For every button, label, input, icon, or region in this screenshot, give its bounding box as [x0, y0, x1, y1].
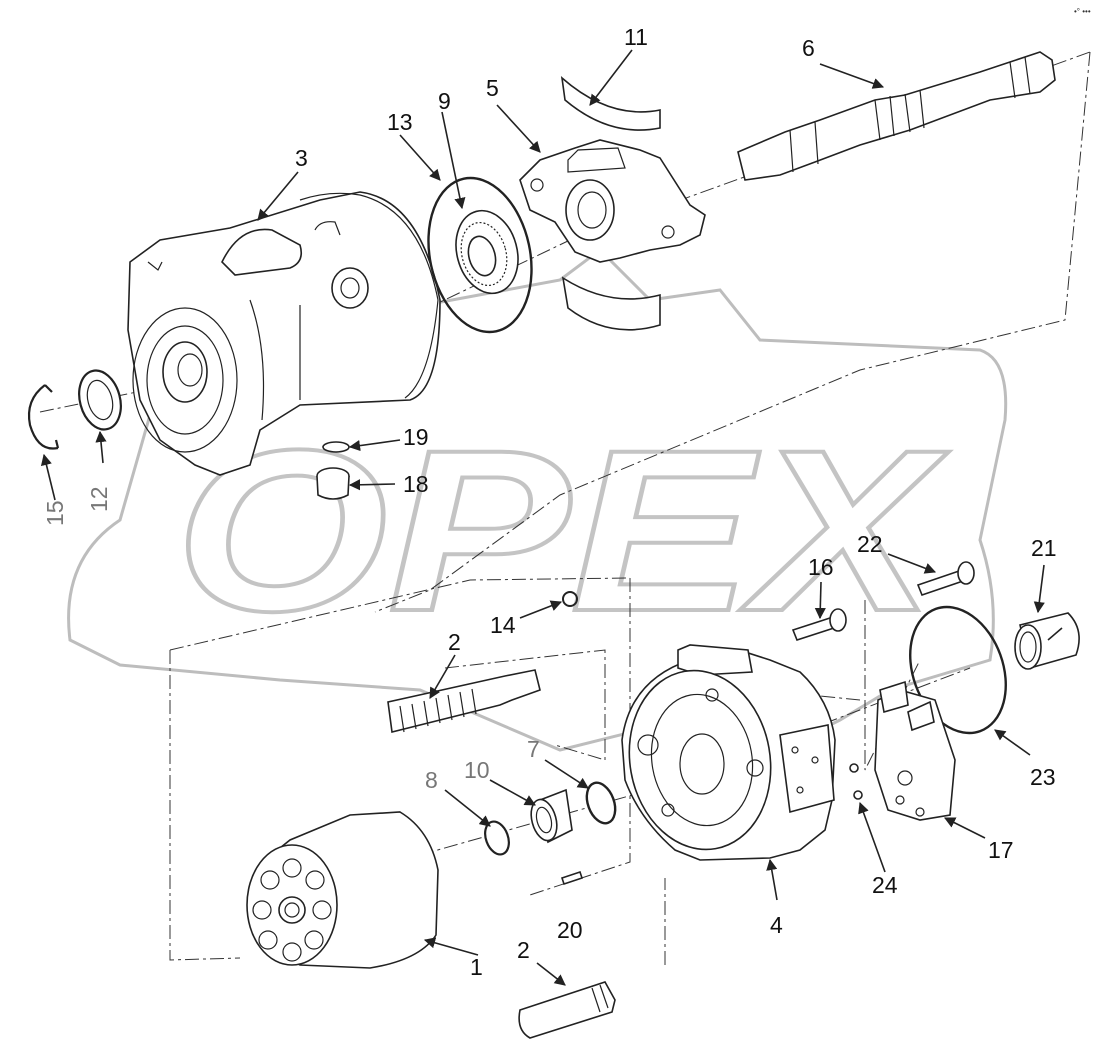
callout-22: 22: [857, 531, 883, 557]
part-12-shaft-seal: [78, 369, 122, 431]
callout-20: 20: [557, 917, 583, 943]
part-2-spring-assembly: [387, 669, 541, 733]
callout-6: 6: [802, 35, 815, 61]
callout-19: 19: [403, 424, 429, 450]
part-20-dowel-pin: [560, 870, 584, 886]
part-9-bearing: [455, 209, 519, 295]
callout-4: 4: [770, 912, 783, 938]
callout-14: 14: [490, 612, 516, 638]
callout-21: 21: [1031, 535, 1057, 561]
part-11-saddle-bearings: [560, 75, 661, 331]
callout-labels: 1 2 2 3 4 5 6 7 8 9 10 11 12 13 14 15 16…: [42, 24, 1057, 980]
callout-5: 5: [486, 75, 499, 101]
callout-13: 13: [387, 109, 413, 135]
callout-10: 10: [464, 757, 490, 783]
callout-12: 12: [86, 486, 112, 512]
callout-9: 9: [438, 88, 451, 114]
callout-18: 18: [403, 471, 429, 497]
part-23-large-o-ring: [909, 605, 1007, 735]
part-18-plug: [316, 467, 350, 500]
callout-3: 3: [295, 145, 308, 171]
part-16-bolt: [791, 608, 847, 641]
callout-8: 8: [425, 767, 438, 793]
corner-mark: •° •••: [1074, 7, 1091, 16]
part-7-ring: [585, 781, 617, 825]
callout-23: 23: [1030, 764, 1056, 790]
part-17-control-valve: [874, 680, 956, 821]
callout-11: 11: [624, 24, 648, 50]
part-4-port-block: [621, 644, 836, 861]
part-3-pump-housing: [127, 191, 441, 476]
callout-24: 24: [872, 872, 898, 898]
part-10-needle-bearing: [530, 788, 573, 844]
part-15-snap-ring: [27, 384, 60, 450]
callout-15: 15: [42, 500, 68, 526]
part-1-cylinder-block: [246, 811, 439, 969]
callout-7: 7: [527, 736, 540, 762]
callout-2-upper: 2: [448, 629, 461, 655]
part-14-o-ring: [562, 591, 578, 607]
part-6-drive-shaft: [737, 51, 1056, 181]
part-5-swash-plate: [519, 139, 706, 263]
part-22-bolt: [916, 561, 975, 597]
callout-16: 16: [808, 554, 834, 580]
part-21-bushing: [1014, 612, 1080, 670]
part-13-large-o-ring: [427, 176, 533, 334]
callout-2-lower: 2: [517, 937, 530, 963]
part-2-lower-piston: [518, 981, 616, 1039]
callout-leaders: [40, 49, 1063, 986]
callout-17: 17: [988, 837, 1014, 863]
part-24-o-rings: [849, 763, 863, 800]
callout-1: 1: [470, 954, 483, 980]
part-8-ring: [484, 820, 510, 856]
